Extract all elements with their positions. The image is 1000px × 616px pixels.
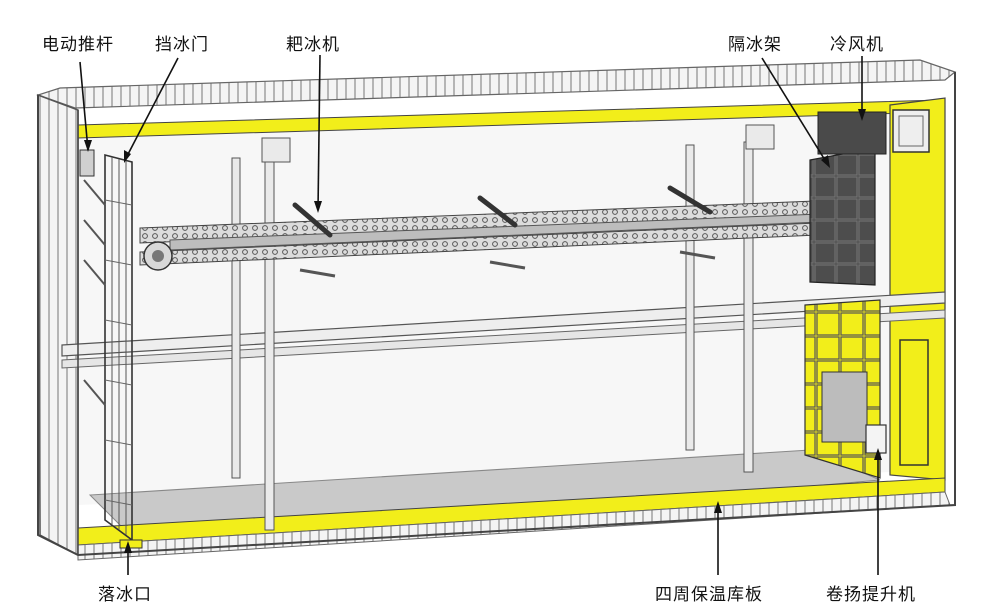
container-body [36,59,957,561]
label-ice-drop-port: 落冰口 [98,585,152,605]
label-ice-door: 挡冰门 [155,35,209,55]
cooler-fan [817,109,930,155]
left-end-wall [37,93,79,557]
electric-push-rod [79,149,106,406]
right-end-wall [889,97,946,481]
ice-drop-port [119,539,143,549]
ice-partition-rack [809,147,876,286]
label-electric-push-rod: 电动推杆 [42,35,114,55]
roof [36,59,957,109]
leader-lines [79,54,879,575]
label-cooler: 冷风机 [830,35,884,55]
hoist-structure [804,299,929,479]
label-ice-rake: 耙冰机 [286,35,340,55]
vertical-posts [231,124,775,531]
label-ice-partition: 隔冰架 [728,35,782,55]
label-hoist: 卷扬提升机 [826,585,916,605]
label-insulation-panels: 四周保温库板 [655,585,763,605]
